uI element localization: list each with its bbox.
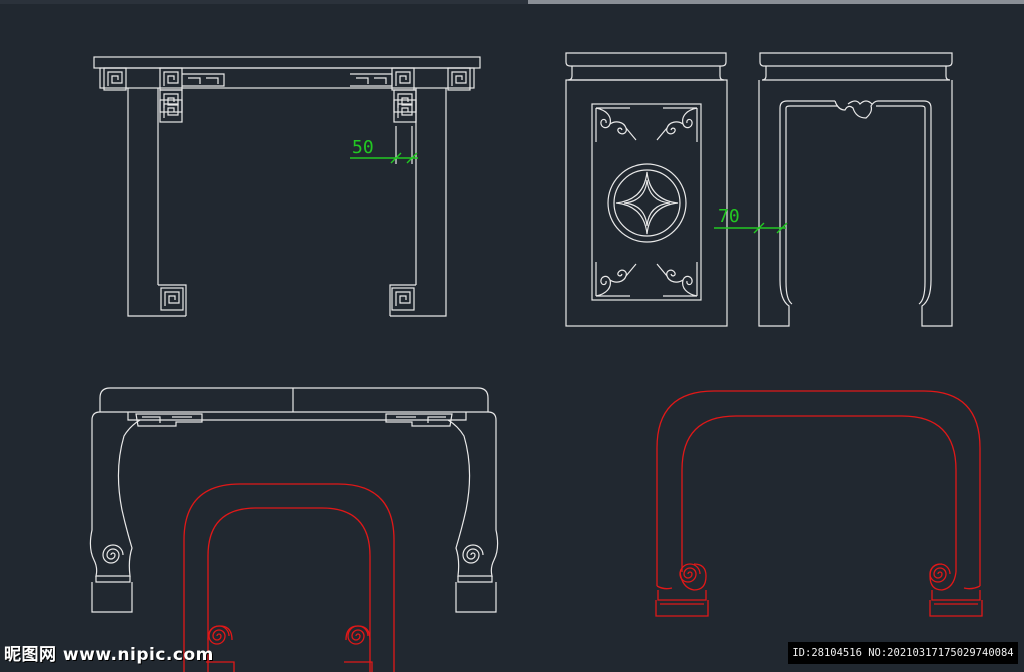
fret-pattern-icon	[391, 287, 415, 311]
watermark-logo: 昵图网 www.nipic.com	[4, 645, 214, 665]
fret-pattern-icon	[159, 89, 183, 113]
cloud-corner-icon	[656, 107, 698, 143]
scroll-foot-icon	[102, 544, 124, 564]
dimension-label-70: 70	[718, 206, 740, 227]
scroll-foot-leg-frame-view[interactable]	[183, 483, 395, 672]
fret-pattern-icon	[391, 67, 415, 91]
scroll-foot-icon	[679, 563, 701, 583]
scroll-foot-icon	[347, 625, 369, 645]
fret-pattern-icon	[159, 99, 183, 123]
fret-pattern-icon	[393, 89, 417, 113]
scroll-foot-icon	[462, 544, 484, 564]
watermark-id-text: ID:28104516 NO:20210317175029740084	[788, 642, 1018, 664]
fret-pattern-icon	[103, 67, 127, 91]
front-elevation-view[interactable]: 50	[93, 56, 481, 317]
fret-pattern-icon	[159, 67, 183, 91]
cloud-corner-icon	[595, 107, 637, 143]
fret-pattern-icon	[393, 99, 417, 123]
scrollbar-thumb[interactable]	[528, 0, 1024, 4]
side-elevation-open-view[interactable]: 70	[714, 52, 953, 327]
cloud-corner-icon	[595, 261, 637, 297]
side-elevation-panel-view[interactable]	[565, 52, 728, 327]
console-table-elevation-view[interactable]	[89, 387, 499, 613]
fret-pattern-icon	[160, 287, 184, 311]
coin-medallion-icon	[607, 163, 687, 243]
cloud-corner-icon	[656, 261, 698, 297]
window-top-edge	[0, 0, 1024, 4]
scroll-foot-frame-view[interactable]	[655, 390, 983, 617]
fret-pattern-icon	[447, 67, 471, 91]
dimension-label-50: 50	[352, 137, 374, 158]
scroll-foot-icon	[929, 563, 951, 583]
